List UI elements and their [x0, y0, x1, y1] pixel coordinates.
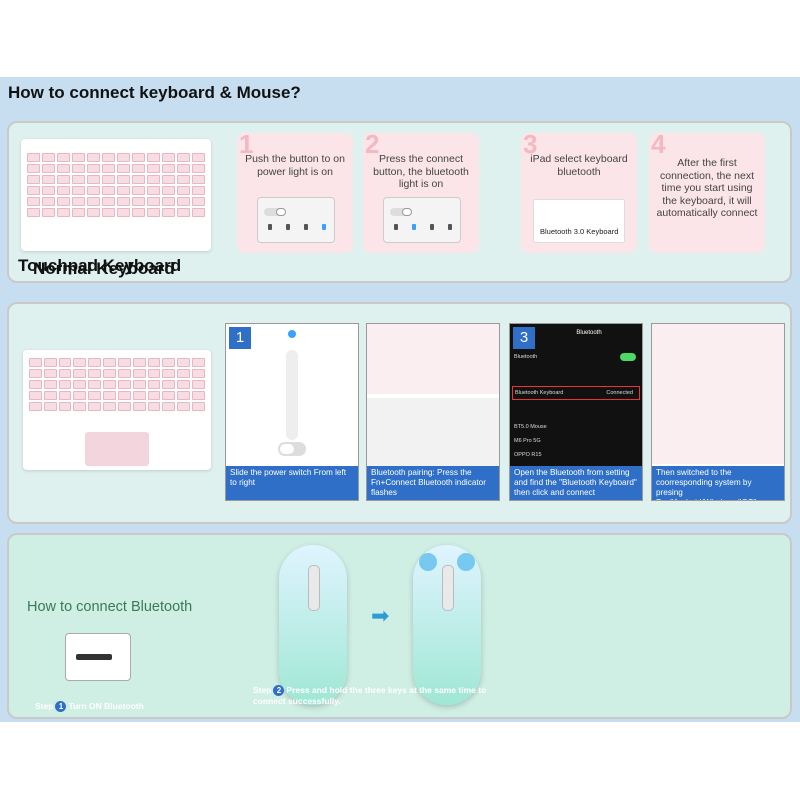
- press-point-icon: [419, 553, 437, 571]
- power-switch: [278, 442, 306, 456]
- bluetooth-light-icon: [412, 224, 416, 230]
- step-number: 3: [523, 129, 538, 159]
- touchpad-step-3: 3 Bluetooth Bluetooth Bluetooth Keyboard…: [509, 323, 643, 501]
- normal-keyboard-image: [21, 139, 211, 251]
- step-number: 1: [239, 129, 254, 159]
- step-word: Step: [253, 685, 272, 695]
- mouse-image-pressed: [413, 545, 481, 705]
- touchpad-keyboard-panel: Touchpad Keyboard 1 Slide the power swit…: [7, 256, 792, 524]
- power-switch: [390, 208, 412, 216]
- indicator-strip: [286, 350, 298, 440]
- touchpad-keyboard-image: [23, 350, 211, 470]
- ipad-bluetooth-list: Bluetooth 3.0 Keyboard: [533, 199, 625, 243]
- normal-step-2: 2 Press the connect button, the bluetoot…: [363, 129, 479, 253]
- touchpad: [85, 432, 149, 466]
- scroll-wheel: [308, 565, 320, 611]
- switch-slot: [76, 654, 112, 660]
- step-number: 1: [229, 327, 251, 349]
- keyboard-keys: [29, 358, 205, 411]
- step-text: Press and hold the three keys at the sam…: [253, 685, 487, 706]
- step-text: iPad select keyboard bluetooth: [530, 153, 628, 178]
- scroll-wheel: [442, 565, 454, 611]
- power-light-icon: [322, 224, 326, 230]
- arrow-right-icon: ➡: [371, 603, 390, 628]
- instruction-canvas: How to connect keyboard & Mouse? Normal …: [0, 77, 800, 722]
- normal-keyboard-label: Normal Keyboard: [33, 259, 175, 278]
- step-number: 2: [273, 685, 285, 696]
- step-number: 2: [365, 129, 380, 159]
- touchpad-step-1: 1 Slide the power switch From left to ri…: [225, 323, 359, 501]
- keyboard-keys: [27, 153, 205, 217]
- step-text: Push the button to on power light is on: [245, 153, 345, 178]
- power-switch-illustration: [257, 197, 335, 243]
- normal-step-3: 3 iPad select keyboard bluetooth Bluetoo…: [521, 129, 637, 253]
- mouse-bottom-switch: [65, 633, 131, 681]
- normal-step-4: 4 After the first connection, the next t…: [649, 129, 765, 253]
- indicator-closeup: [367, 398, 499, 468]
- step-caption: Bluetooth pairing: Press the Fn+Connect …: [367, 466, 499, 500]
- step-text: Press the connect button, the bluetooth …: [373, 153, 469, 190]
- ios-row[interactable]: BT5.0 Mouse: [514, 424, 547, 430]
- step-number: 1: [55, 701, 67, 712]
- step-text: After the first connection, the next tim…: [656, 157, 758, 219]
- device-name: Bluetooth Keyboard: [515, 390, 564, 396]
- ios-row[interactable]: Bluetooth: [514, 354, 538, 360]
- step-word: Step: [35, 701, 54, 711]
- step-caption: Slide the power switch From left to righ…: [226, 466, 358, 500]
- touchpad-step-2: 2 Bluetooth pairing: Press the Fn+Connec…: [366, 323, 500, 501]
- step-number: 4: [651, 129, 666, 159]
- connection-status: Connected: [606, 390, 633, 396]
- power-switch: [264, 208, 286, 216]
- step-text: Turn ON Bluetooth: [68, 701, 144, 711]
- ios-row[interactable]: M6 Pro 5G: [514, 438, 541, 444]
- page-title: How to connect keyboard & Mouse?: [8, 83, 301, 102]
- mouse-title: How to connect Bluetooth: [27, 599, 193, 615]
- ios-screen-title: Bluetooth: [576, 330, 602, 336]
- step-caption: Then switched to the coorresponding syst…: [652, 466, 784, 500]
- touchpad-keyboard-label: Touchpad Keyboard: [18, 256, 182, 275]
- indicator-light-icon: [288, 330, 296, 338]
- bluetooth-keyboard-row[interactable]: Bluetooth Keyboard Connected: [512, 386, 640, 400]
- mouse-image: [279, 545, 347, 705]
- step-caption: Open the Bluetooth from setting and find…: [510, 466, 642, 500]
- connect-button-illustration: [383, 197, 461, 243]
- keyboard-closeup: [652, 324, 784, 464]
- bluetooth-toggle[interactable]: [620, 353, 636, 361]
- step-number: 3: [513, 327, 535, 349]
- normal-step-1: 1 Push the button to on power light is o…: [237, 129, 353, 253]
- normal-keyboard-panel: Normal Keyboard 1 Push the button to on …: [7, 121, 792, 283]
- keyboard-closeup: [367, 324, 499, 394]
- touchpad-step-4: 4 Then switched to the coorresponding sy…: [651, 323, 785, 501]
- press-point-icon: [457, 553, 475, 571]
- ios-row[interactable]: OPPO R15: [514, 452, 542, 458]
- bluetooth-device-name: Bluetooth 3.0 Keyboard: [540, 227, 619, 236]
